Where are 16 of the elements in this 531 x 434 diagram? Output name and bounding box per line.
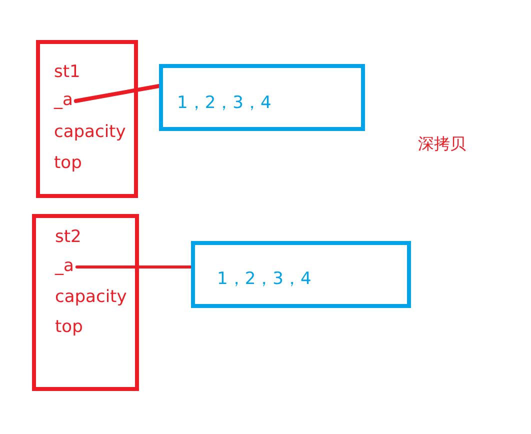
struct-name: st1 [54, 62, 80, 82]
field-name: _a [55, 256, 74, 276]
note-text: 深拷贝 [418, 134, 466, 154]
field-name: _a [54, 90, 73, 110]
array-values: 1，2，3，4 [217, 269, 312, 289]
field-name: top [55, 317, 83, 337]
struct-box [36, 40, 138, 198]
field-name: top [54, 153, 82, 173]
struct-box [32, 214, 139, 391]
connector-line [75, 266, 192, 268]
array-box [159, 64, 365, 131]
field-name: capacity [55, 287, 127, 307]
field-name: capacity [54, 122, 126, 142]
struct-name: st2 [55, 227, 82, 247]
array-box [191, 241, 411, 308]
array-values: 1，2，3，4 [177, 93, 272, 113]
